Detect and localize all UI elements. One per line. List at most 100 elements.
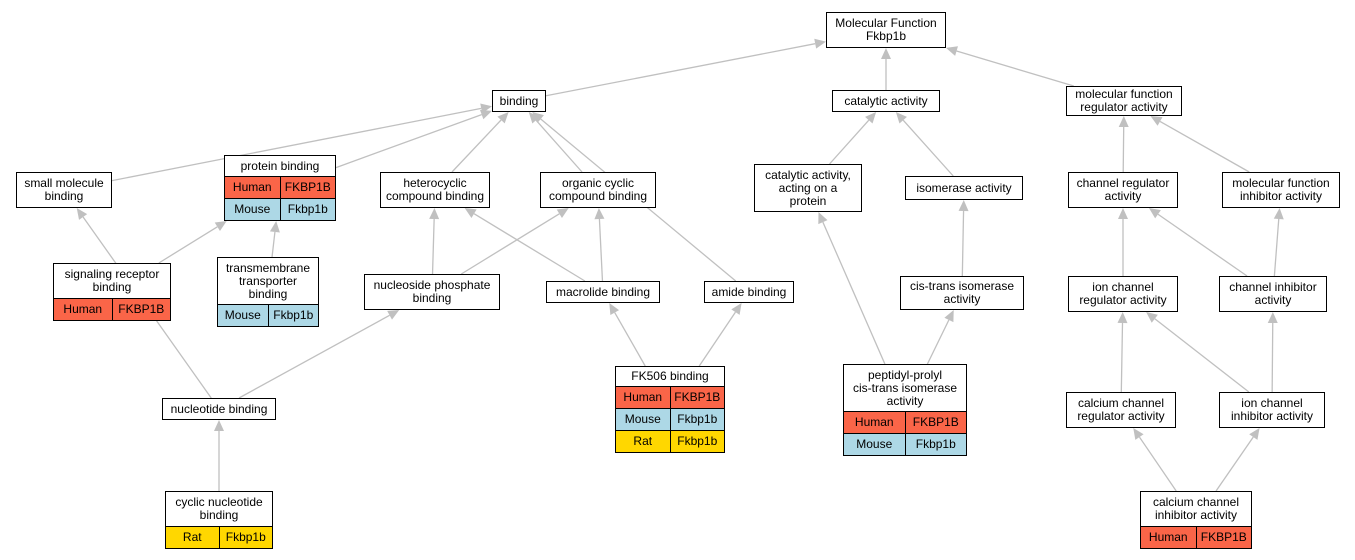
node-careg[interactable]: calcium channel regulator activity bbox=[1066, 392, 1176, 428]
gene-cell: FKBP1B bbox=[1195, 527, 1252, 548]
edge-ioninh-to-chinh bbox=[1271, 322, 1274, 393]
node-ioninh[interactable]: ion channel inhibitor activity bbox=[1219, 392, 1325, 428]
node-mf[interactable]: Molecular Function Fkbp1b bbox=[826, 12, 946, 48]
node-label: protein binding bbox=[240, 158, 320, 173]
species-row-mouse: Mouse Fkbp1b bbox=[844, 433, 966, 455]
node-label: molecular function regulator activity bbox=[1075, 87, 1173, 114]
node-binding[interactable]: binding bbox=[492, 90, 546, 112]
gene-cell: Fkbp1b bbox=[669, 409, 725, 430]
node-label: cis-trans isomerase activity bbox=[909, 279, 1015, 306]
node-label: catalytic activity, acting on a protein bbox=[765, 167, 851, 208]
species-cell: Mouse bbox=[856, 437, 893, 451]
node-label: ion channel regulator activity bbox=[1079, 280, 1167, 307]
node-label: macrolide binding bbox=[555, 284, 651, 299]
node-mfreg[interactable]: molecular function regulator activity bbox=[1066, 86, 1182, 116]
arrowhead-nucphos-to-organic bbox=[556, 208, 569, 219]
node-catprot[interactable]: catalytic activity, acting on a protein bbox=[754, 164, 862, 212]
species-cell: Mouse bbox=[624, 412, 661, 426]
node-ppi[interactable]: peptidyl-prolyl cis-trans isomerase acti… bbox=[843, 364, 967, 456]
gene-cell: FKBP1B bbox=[279, 177, 336, 198]
edge-macro-to-organic bbox=[598, 218, 604, 282]
node-organic[interactable]: organic cyclic compound binding bbox=[540, 172, 656, 208]
arrowhead-mfinh-to-mfreg bbox=[1150, 116, 1163, 126]
arrowhead-sigrec-to-protein bbox=[214, 221, 227, 232]
arrowhead-careg-to-ionreg bbox=[1117, 312, 1128, 324]
edge-fk506-to-amide bbox=[698, 311, 737, 367]
edge-ppi-to-cistrans bbox=[926, 319, 950, 365]
node-label: ion channel inhibitor activity bbox=[1230, 396, 1314, 423]
edge-cainh-to-careg bbox=[1138, 436, 1177, 492]
species-cell: Rat bbox=[633, 434, 653, 448]
edge-nucleotide-to-nucphos bbox=[238, 314, 390, 399]
node-label: molecular function inhibitor activity bbox=[1232, 176, 1330, 203]
gene-cell: FKBP1B bbox=[669, 387, 725, 408]
gene-cell: Fkbp1b bbox=[279, 199, 336, 220]
node-catalytic[interactable]: catalytic activity bbox=[832, 90, 940, 112]
species-cell: Mouse bbox=[224, 308, 261, 322]
node-chreg[interactable]: channel regulator activity bbox=[1068, 172, 1178, 208]
edge-chinh-to-mfinh bbox=[1273, 218, 1280, 277]
node-hetero[interactable]: heterocyclic compound binding bbox=[380, 172, 490, 208]
edge-binding-to-mf bbox=[545, 43, 816, 97]
species-row-human: Human FKBP1B bbox=[1141, 526, 1251, 548]
arrowhead-mfreg-to-mf bbox=[946, 46, 958, 56]
gene-cell: FKBP1B bbox=[111, 299, 171, 320]
node-isomerase[interactable]: isomerase activity bbox=[905, 176, 1023, 200]
gene-cell: Fkbp1b bbox=[669, 431, 725, 452]
node-ionreg[interactable]: ion channel regulator activity bbox=[1068, 276, 1178, 312]
arrowhead-chinh-to-chreg bbox=[1148, 208, 1161, 219]
species-row-mouse: Mouse Fkbp1b bbox=[616, 408, 724, 430]
node-label: nucleotide binding bbox=[170, 401, 268, 416]
arrowhead-cainh-to-ioninh bbox=[1249, 428, 1260, 440]
node-macro[interactable]: macrolide binding bbox=[546, 281, 660, 303]
edge-organic-to-binding bbox=[535, 119, 583, 173]
edge-cistrans-to-isomerase bbox=[961, 210, 965, 277]
node-cistrans[interactable]: cis-trans isomerase activity bbox=[900, 276, 1024, 310]
node-mfinh[interactable]: molecular function inhibitor activity bbox=[1222, 172, 1340, 208]
node-small[interactable]: small molecule binding bbox=[16, 172, 112, 208]
node-label: binding bbox=[499, 93, 539, 108]
node-label: isomerase activity bbox=[916, 180, 1012, 195]
arrowhead-ppi-to-catprot bbox=[818, 212, 828, 225]
arrowhead-chinh-to-mfinh bbox=[1273, 208, 1284, 220]
arrowhead-macro-to-organic bbox=[594, 208, 605, 220]
edge-chreg-to-mfreg bbox=[1122, 126, 1125, 173]
arrowhead-isomerase-to-catalytic bbox=[895, 112, 907, 124]
arrowhead-nucleotide-to-small bbox=[76, 208, 88, 220]
edge-chinh-to-chreg bbox=[1157, 213, 1248, 277]
gene-cell: Fkbp1b bbox=[904, 434, 967, 455]
node-label: channel inhibitor activity bbox=[1229, 280, 1317, 307]
arrowhead-macro-to-hetero bbox=[464, 208, 477, 218]
edge-macro-to-hetero bbox=[473, 213, 586, 282]
arrowhead-ioninh-to-ionreg bbox=[1146, 312, 1158, 323]
arrowhead-binding-to-mf bbox=[814, 38, 826, 49]
species-cell: Human bbox=[1148, 530, 1188, 544]
node-chinh[interactable]: channel inhibitor activity bbox=[1219, 276, 1327, 312]
arrowhead-amide-to-binding bbox=[532, 112, 544, 123]
node-label: Molecular Function Fkbp1b bbox=[835, 16, 937, 43]
node-label: organic cyclic compound binding bbox=[548, 176, 648, 203]
node-amide[interactable]: amide binding bbox=[704, 281, 794, 303]
arrowhead-cistrans-to-isomerase bbox=[958, 200, 969, 212]
node-label: peptidyl-prolyl cis-trans isomerase acti… bbox=[852, 367, 958, 408]
node-nucphos[interactable]: nucleoside phosphate binding bbox=[364, 274, 500, 310]
node-nucleotide[interactable]: nucleotide binding bbox=[162, 398, 276, 420]
edge-protein-to-binding bbox=[335, 113, 482, 169]
edge-hetero-to-binding bbox=[451, 119, 502, 173]
node-label: FK506 binding bbox=[631, 369, 709, 383]
edge-ppi-to-catprot bbox=[822, 221, 886, 365]
edge-careg-to-ionreg bbox=[1120, 322, 1124, 393]
node-label: channel regulator activity bbox=[1076, 176, 1170, 203]
arrowhead-catalytic-to-mf bbox=[881, 48, 891, 59]
arrowhead-ppi-to-cistrans bbox=[944, 310, 954, 323]
